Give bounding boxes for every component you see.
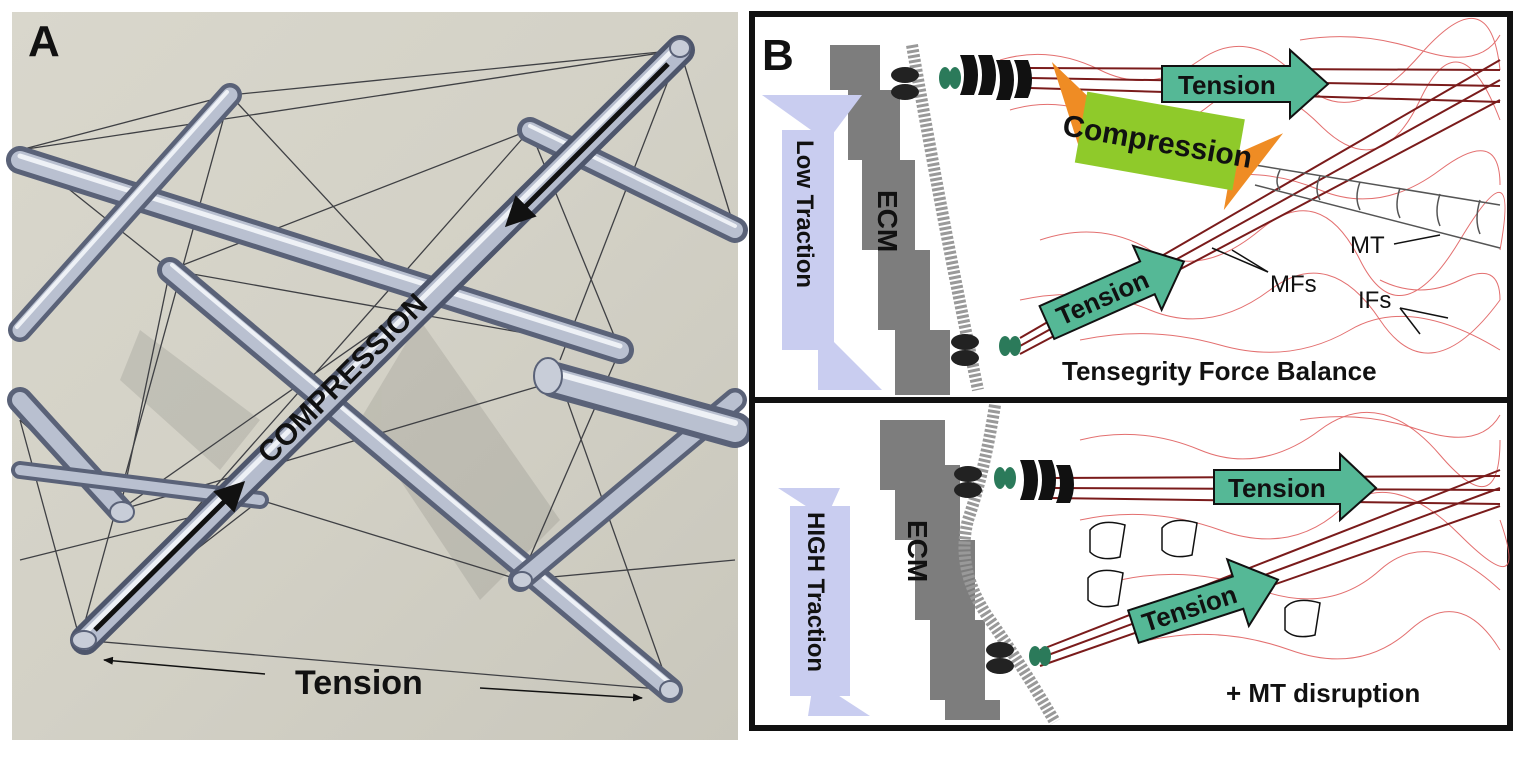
panel-b-letter: B (762, 31, 794, 80)
panel-a: COMPRESSION Tension A (6, 12, 753, 740)
ecm-block-top (830, 45, 950, 395)
tension-arrow-bottom-upper: Tension (1213, 451, 1378, 523)
mt-leader (1393, 234, 1441, 245)
compression-element: Compression (1051, 62, 1284, 211)
focal-adhesion-lower (951, 334, 1021, 366)
rod (8, 83, 242, 342)
panel-b-bottom: HIGH Traction ECM Tension Tension + MT d… (778, 404, 1510, 725)
traction-label-bottom: HIGH Traction (802, 512, 829, 672)
cell-membrane-top (906, 43, 984, 392)
microtubule (1254, 164, 1501, 249)
mfs-leaders (1211, 247, 1269, 273)
ecm-label-bottom: ECM (902, 520, 933, 582)
compression-arrow-lower (93, 480, 246, 632)
panel-b-top: Low Traction ECM Tension Compression Ten… (762, 17, 1506, 395)
mfs-label: MFs (1270, 271, 1317, 298)
ecm-block-bottom (880, 420, 1000, 720)
panel-a-letter: A (28, 17, 60, 66)
microtubule-fragments (1087, 519, 1321, 638)
compression-arrow-upper (504, 62, 670, 228)
ecm-label-top: ECM (872, 190, 903, 252)
rod (537, 362, 753, 448)
tension-arrow-top-upper-label: Tension (1178, 70, 1276, 100)
tension-arrow-bottom-upper-label: Tension (1228, 473, 1326, 503)
mt-label: MT (1350, 232, 1385, 259)
ifs-leaders (1399, 307, 1449, 335)
traction-bar-bottom (790, 506, 850, 696)
tension-arrow-top-upper: Tension (1161, 47, 1330, 121)
focal-adhesion-bottom-lower (986, 642, 1051, 674)
rod (6, 146, 634, 364)
ifs-label: IFs (1358, 287, 1391, 314)
rod (157, 257, 683, 703)
rod (7, 387, 133, 523)
panel-a-shadows (120, 320, 560, 600)
tension-arrow-right (479, 687, 643, 702)
tension-arrow-left (103, 656, 266, 675)
tension-label: Tension (295, 664, 423, 702)
caption-bottom: + MT disruption (1226, 678, 1420, 708)
traction-label-top: Low Traction (791, 140, 818, 288)
caption-top: Tensegrity Force Balance (1062, 356, 1377, 386)
traction-bar-top (782, 130, 834, 350)
focal-adhesion-upper (891, 55, 1032, 100)
focal-adhesion-bottom-upper (954, 460, 1074, 503)
rod-end-caps (71, 38, 691, 700)
panel-b: Low Traction ECM Tension Compression Ten… (749, 11, 1513, 731)
